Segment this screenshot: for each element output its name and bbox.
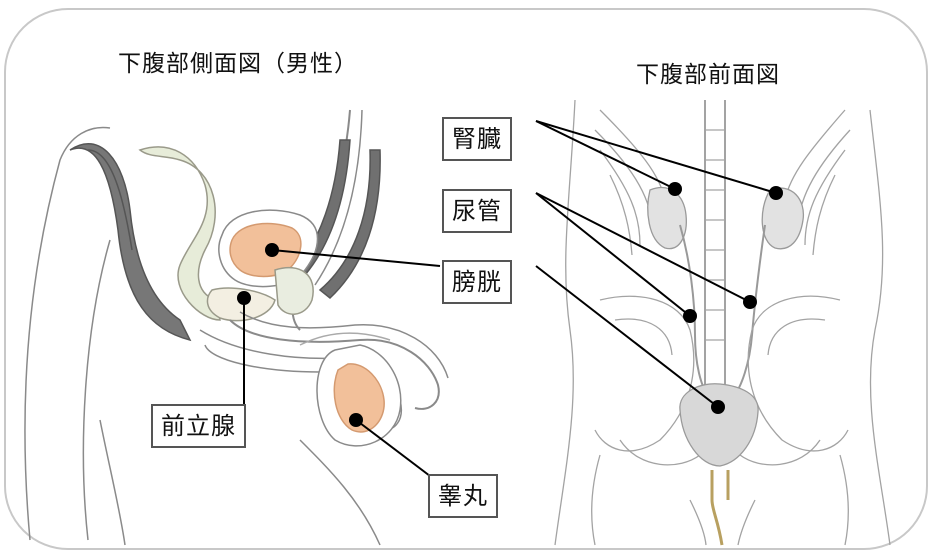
side-view-illustration bbox=[25, 110, 448, 545]
kidney-right-dot bbox=[769, 186, 783, 200]
label-prostate: 前立腺 bbox=[151, 404, 246, 448]
testis-dot bbox=[349, 413, 363, 427]
prostate-dot bbox=[237, 291, 251, 305]
ureter-right-dot bbox=[743, 295, 757, 309]
label-bladder: 膀胱 bbox=[442, 260, 512, 304]
side-view-title: 下腹部側面図（男性） bbox=[118, 44, 358, 78]
bladder-front-dot bbox=[711, 400, 725, 414]
front-view-title: 下腹部前面図 bbox=[636, 55, 780, 89]
kidney-left-dot bbox=[668, 182, 682, 196]
label-testis: 睾丸 bbox=[428, 474, 498, 518]
ureter-left-dot bbox=[683, 309, 697, 323]
bladder-side-dot bbox=[265, 243, 279, 257]
label-kidney: 腎臓 bbox=[442, 117, 512, 161]
label-ureter: 尿管 bbox=[442, 189, 512, 233]
front-view-illustration bbox=[555, 100, 890, 545]
